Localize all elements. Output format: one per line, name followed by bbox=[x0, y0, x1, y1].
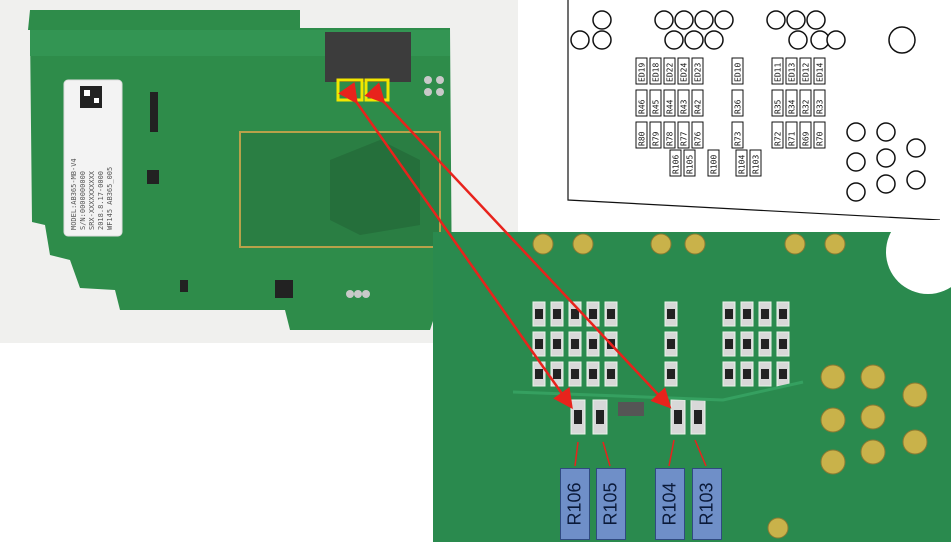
silk-box-r43 bbox=[677, 89, 690, 117]
silk-box-r69 bbox=[799, 121, 812, 149]
silk-box-r42 bbox=[691, 89, 704, 117]
silk-box-ed23 bbox=[691, 57, 704, 85]
silk-label-r33: R33 bbox=[816, 99, 825, 114]
silk-box-r76 bbox=[691, 121, 704, 149]
silk-label-r72: R72 bbox=[774, 131, 783, 146]
label-r105: R105 bbox=[596, 468, 626, 540]
sticker-line-1: S/N:0000000000 bbox=[79, 171, 87, 230]
silk-box-r73 bbox=[731, 121, 744, 149]
silk-label-r78: R78 bbox=[666, 131, 675, 146]
label-r104: R104 bbox=[655, 468, 685, 540]
silk-label-r44: R44 bbox=[666, 99, 675, 114]
label-r106: R106 bbox=[560, 468, 590, 540]
sticker-line-4: WF145 AB365_005 bbox=[106, 167, 114, 230]
qr-code-icon bbox=[80, 86, 102, 108]
pcb-closeup-photo: R106 R105 R104 R103 bbox=[433, 232, 951, 542]
silk-label-ed12: ED12 bbox=[802, 63, 811, 82]
silk-label-ed19: ED19 bbox=[638, 63, 647, 82]
silk-box-r104 bbox=[735, 149, 748, 177]
silk-label-r76: R76 bbox=[694, 131, 703, 146]
silk-label-r34: R34 bbox=[788, 99, 797, 114]
silk-label-r106: R106 bbox=[672, 155, 681, 174]
silk-label-r100: R100 bbox=[710, 155, 719, 174]
silk-label-r71: R71 bbox=[788, 131, 797, 146]
silk-label-r35: R35 bbox=[774, 99, 783, 114]
silk-box-r35 bbox=[771, 89, 784, 117]
sticker-line-0: MODEL:AB365-MB-V4 bbox=[70, 158, 78, 230]
silk-box-ed24 bbox=[677, 57, 690, 85]
silk-label-r36: R36 bbox=[734, 99, 743, 114]
silk-label-ed14: ED14 bbox=[816, 63, 825, 82]
silk-label-r45: R45 bbox=[652, 99, 661, 114]
label-r103: R103 bbox=[692, 468, 722, 540]
silk-label-r105: R105 bbox=[686, 155, 695, 174]
silk-label-r70: R70 bbox=[816, 131, 825, 146]
silk-box-r71 bbox=[785, 121, 798, 149]
silkscreen-graphic: ED19 ED18 ED22 ED24 ED23 ED10 ED11 ED13 ED12 ED14… bbox=[567, 0, 941, 221]
silk-box-r32 bbox=[799, 89, 812, 117]
silk-box-r72 bbox=[771, 121, 784, 149]
silk-label-r104: R104 bbox=[738, 155, 747, 174]
silk-label-r69: R69 bbox=[802, 131, 811, 146]
silk-label-r43: R43 bbox=[680, 99, 689, 114]
silk-label-r79: R79 bbox=[652, 131, 661, 146]
silk-label-r73: R73 bbox=[734, 131, 743, 146]
silk-box-ed11 bbox=[771, 57, 784, 85]
sticker-line-2: SRX-XXXXXXXXXX bbox=[88, 170, 96, 230]
silk-box-ed13 bbox=[785, 57, 798, 85]
silk-box-r34 bbox=[785, 89, 798, 117]
silk-box-ed12 bbox=[799, 57, 812, 85]
silk-label-ed23: ED23 bbox=[694, 63, 703, 82]
silk-label-r103: R103 bbox=[752, 155, 761, 174]
silk-box-r33 bbox=[813, 89, 826, 117]
silk-box-r105 bbox=[683, 149, 696, 177]
silk-box-r70 bbox=[813, 121, 826, 149]
silk-box-ed14 bbox=[813, 57, 826, 85]
silk-label-r77: R77 bbox=[680, 131, 689, 146]
silk-label-ed24: ED24 bbox=[680, 63, 689, 82]
silk-label-ed18: ED18 bbox=[652, 63, 661, 82]
silk-label-r46: R46 bbox=[638, 99, 647, 114]
silk-box-r103 bbox=[749, 149, 762, 177]
silk-label-r32: R32 bbox=[802, 99, 811, 114]
silk-box-r100 bbox=[707, 149, 720, 177]
silk-label-r80: R80 bbox=[638, 131, 647, 146]
silk-label-ed10: ED10 bbox=[734, 63, 743, 82]
silk-box-ed10 bbox=[731, 57, 744, 85]
silk-label-ed13: ED13 bbox=[788, 63, 797, 82]
silk-label-ed22: ED22 bbox=[666, 63, 675, 82]
silk-label-r42: R42 bbox=[694, 99, 703, 114]
silk-box-r77 bbox=[677, 121, 690, 149]
silkscreen-diagram: ED19 ED18 ED22 ED24 ED23 ED10 ED11 ED13 ED12 ED14… bbox=[566, 0, 941, 221]
board-sticker bbox=[63, 79, 123, 237]
silk-box-r36 bbox=[731, 89, 744, 117]
sticker-line-3: 2018.8.17-0000 bbox=[97, 171, 105, 230]
silk-label-ed11: ED11 bbox=[774, 63, 783, 82]
